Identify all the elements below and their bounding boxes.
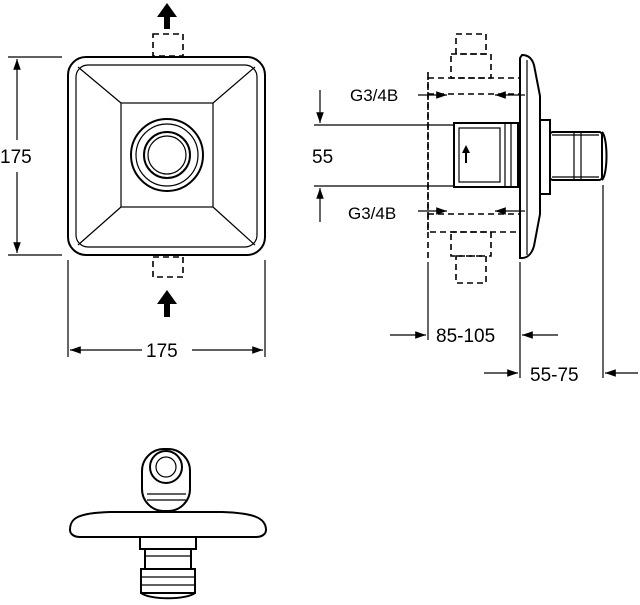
thread-bottom-label: G3/4B (348, 204, 396, 223)
thread-top-dimension: G3/4B (350, 86, 525, 105)
flow-direction-icon (462, 145, 470, 163)
cover-plate-side (519, 53, 541, 259)
side-view: G3/4B G3/4B 55 85-105 (312, 33, 638, 386)
cover-plate (67, 56, 266, 256)
width-dimension-label: 175 (146, 341, 178, 362)
top-pipe-stub (152, 33, 184, 57)
push-button-top (141, 448, 191, 512)
spacing-dimension: 55 (312, 90, 454, 222)
spacing-label: 55 (312, 147, 333, 168)
push-button (130, 118, 204, 192)
projection-label: 55-75 (530, 365, 579, 386)
height-dimension: 175 (0, 56, 62, 256)
cover-plate-top (68, 511, 268, 538)
flow-arrow-top-icon (157, 3, 177, 29)
projection-dimension: 55-75 (484, 185, 638, 386)
push-button-side (539, 119, 608, 195)
depth-label: 85-105 (436, 326, 495, 347)
height-dimension-label: 175 (0, 147, 32, 168)
flow-arrow-bottom-icon (157, 290, 177, 317)
valve-cartridge (453, 122, 519, 188)
bottom-pipe-stub (152, 256, 184, 278)
cover-bevel-frame (120, 102, 214, 208)
thread-top-label: G3/4B (350, 86, 398, 105)
width-dimension: 175 (67, 260, 266, 362)
front-view: 175 175 (0, 3, 266, 362)
cover-plate-inner-outline (75, 64, 258, 248)
depth-dimension: 85-105 (390, 262, 558, 378)
top-view (68, 448, 268, 600)
thread-bottom-dimension: G3/4B (348, 204, 525, 223)
body-top (139, 536, 197, 600)
